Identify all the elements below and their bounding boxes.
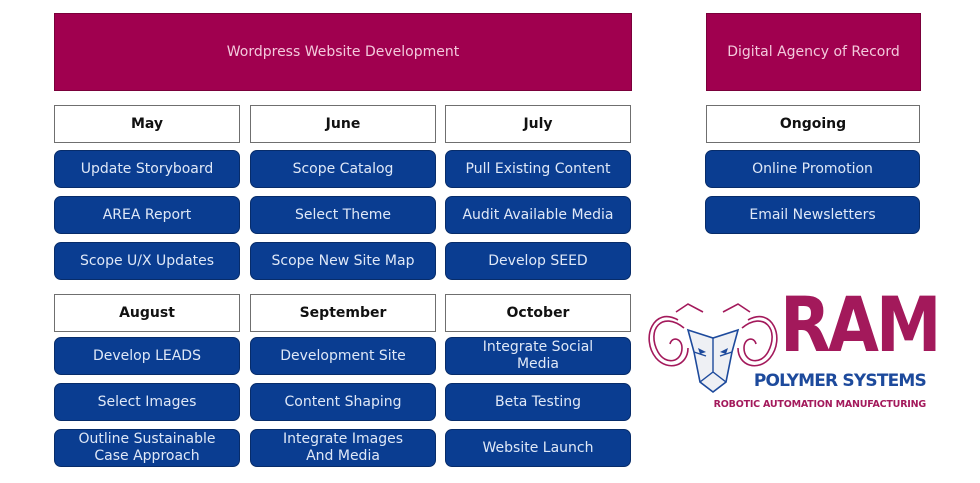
ram-head-icon — [648, 303, 778, 394]
month-header-july: July — [445, 105, 631, 143]
task-scope-catalog: Scope Catalog — [250, 150, 436, 188]
task-integrate-images-and-media: Integrate Images And Media — [250, 429, 436, 467]
task-scope-ux-updates: Scope U/X Updates — [54, 242, 240, 280]
task-pull-existing-content: Pull Existing Content — [445, 150, 631, 188]
task-develop-seed: Develop SEED — [445, 242, 631, 280]
month-header-may: May — [54, 105, 240, 143]
banner-title: Wordpress Website Development — [226, 44, 460, 60]
ram-polymer-systems-logo: RAM POLYMER SYSTEMS ROBOTIC AUTOMATION M… — [648, 280, 942, 420]
task-select-images: Select Images — [54, 383, 240, 421]
task-area-report: AREA Report — [54, 196, 240, 234]
banner-title: Digital Agency of Record — [727, 44, 900, 60]
task-update-storyboard: Update Storyboard — [54, 150, 240, 188]
month-header-ongoing: Ongoing — [706, 105, 920, 143]
task-beta-testing: Beta Testing — [445, 383, 631, 421]
task-select-theme: Select Theme — [250, 196, 436, 234]
month-header-october: October — [445, 294, 631, 332]
task-content-shaping: Content Shaping — [250, 383, 436, 421]
logo-ram-text: RAM — [780, 280, 942, 370]
month-header-august: August — [54, 294, 240, 332]
task-email-newsletters: Email Newsletters — [705, 196, 920, 234]
task-integrate-social-media: Integrate Social Media — [445, 337, 631, 375]
task-website-launch: Website Launch — [445, 429, 631, 467]
task-online-promotion: Online Promotion — [705, 150, 920, 188]
task-audit-available-media: Audit Available Media — [445, 196, 631, 234]
task-scope-new-site-map: Scope New Site Map — [250, 242, 436, 280]
banner-digital-agency-of-record: Digital Agency of Record — [706, 13, 921, 91]
task-development-site: Development Site — [250, 337, 436, 375]
task-outline-sustainable-case-approach: Outline Sustainable Case Approach — [54, 429, 240, 467]
month-header-june: June — [250, 105, 436, 143]
task-develop-leads: Develop LEADS — [54, 337, 240, 375]
month-header-september: September — [250, 294, 436, 332]
logo-tagline: ROBOTIC AUTOMATION MANUFACTURING — [713, 399, 927, 410]
logo-subtitle: POLYMER SYSTEMS — [753, 371, 927, 391]
banner-wordpress-website-development: Wordpress Website Development — [54, 13, 632, 91]
